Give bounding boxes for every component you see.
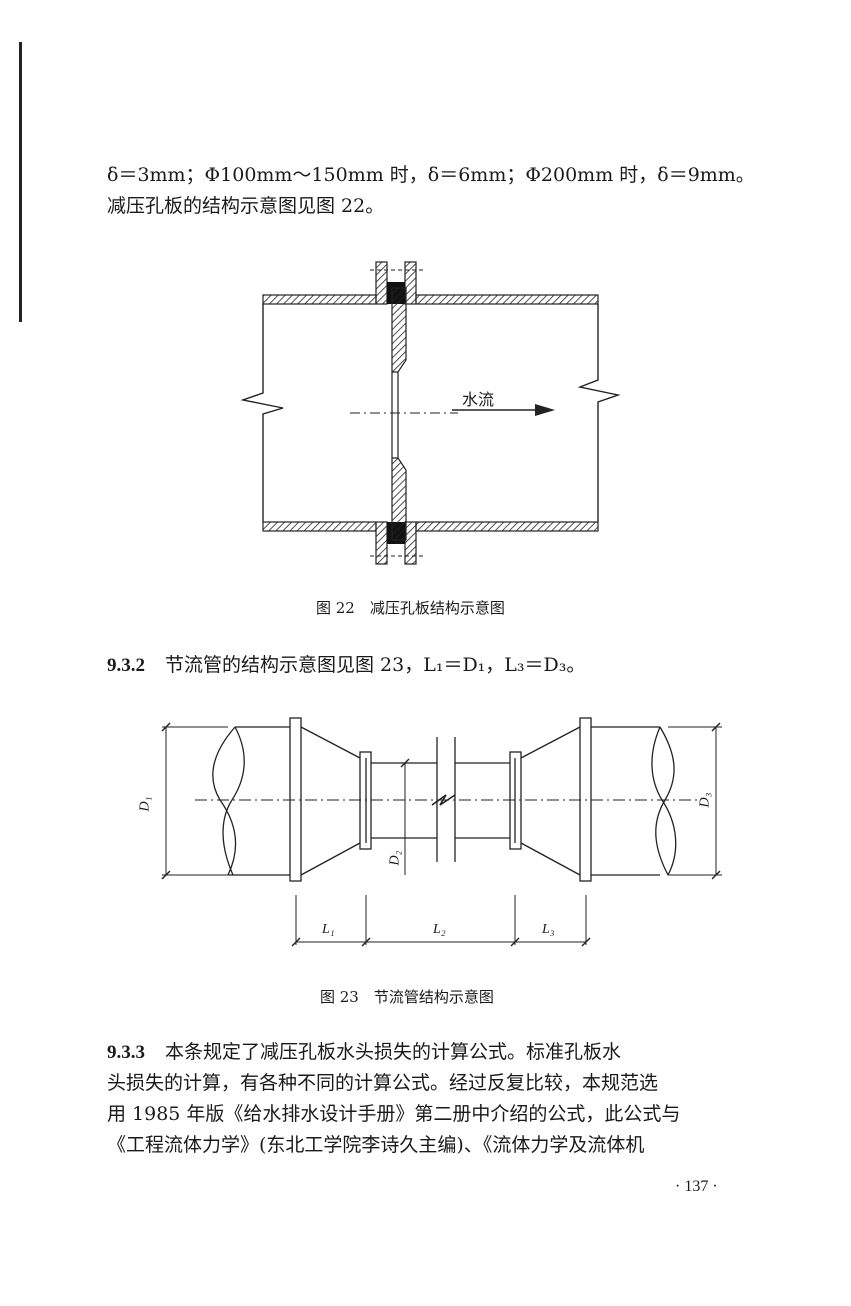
flow-arrow-icon xyxy=(535,404,555,416)
orifice-plate-upper xyxy=(391,287,407,373)
dim-label-l2: L₂ xyxy=(433,922,446,937)
dim-label-d1: D₁ xyxy=(137,796,153,812)
binding-line xyxy=(19,42,22,322)
paragraph-line: 减压孔板的结构示意图见图 22。 xyxy=(107,195,385,217)
dim-label-d3: D₃ xyxy=(697,792,713,808)
figure-22-caption: 图 22 减压孔板结构示意图 xyxy=(316,599,505,617)
section-text: 节流管的结构示意图见图 23，L₁＝D₁，L₃＝D₃。 xyxy=(165,654,586,676)
section-number: 9.3.3 xyxy=(107,1042,145,1063)
flow-label: 水流 xyxy=(462,390,495,409)
orifice-plate-lower xyxy=(391,457,407,541)
paragraph-line: 头损失的计算，有各种不同的计算公式。经过反复比较，本规范选 xyxy=(107,1072,659,1094)
paragraph-line: 《工程流体力学》(东北工学院李诗久主编)、《流体力学及流体机 xyxy=(107,1134,645,1156)
pipe-break-left xyxy=(240,304,284,522)
dim-label-l1: L₁ xyxy=(322,922,335,937)
section-number: 9.3.2 xyxy=(107,655,145,676)
page-number: · 137 · xyxy=(675,1178,718,1195)
paragraph-thickness-spec: δ＝3mm；Φ100mm～150mm 时，δ＝6mm；Φ200mm 时，δ＝9m… xyxy=(107,160,777,222)
section-9-3-3: 9.3.3 本条规定了减压孔板水头损失的计算公式。标准孔板水 头损失的计算，有各种… xyxy=(107,1037,777,1161)
pipe-break-right xyxy=(577,304,621,522)
paragraph-line: 本条规定了减压孔板水头损失的计算公式。标准孔板水 xyxy=(165,1041,622,1063)
pipe-wave-right-outer xyxy=(655,726,675,876)
figure-23-caption: 图 23 节流管结构示意图 xyxy=(320,988,494,1006)
dim-label-l3: L₃ xyxy=(542,922,555,937)
paragraph-line: δ＝3mm；Φ100mm～150mm 时，δ＝6mm；Φ200mm 时，δ＝9m… xyxy=(107,164,755,186)
dim-label-d2: D₂ xyxy=(387,850,403,866)
section-9-3-2: 9.3.2 节流管的结构示意图见图 23，L₁＝D₁，L₃＝D₃。 xyxy=(107,650,777,681)
pipe-wave-left-outer xyxy=(212,726,237,876)
paragraph-line: 用 1985 年版《给水排水设计手册》第二册中介绍的公式，此公式与 xyxy=(107,1103,681,1125)
